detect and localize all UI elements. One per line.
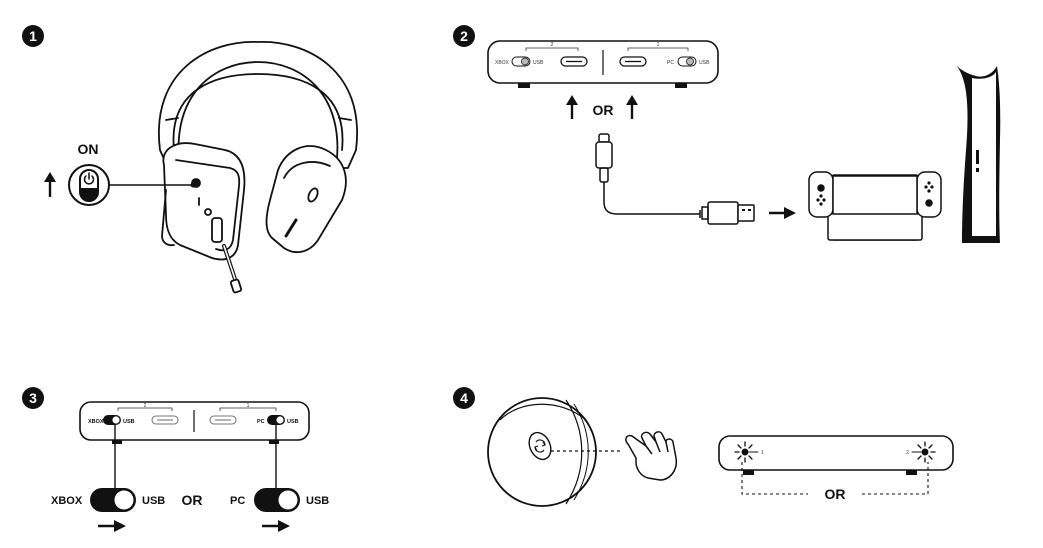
- dongle-port-2-number: 2: [144, 403, 147, 409]
- led-glow-icon: [911, 441, 936, 463]
- dongle-right-label-a: PC: [257, 419, 265, 425]
- pc-switch-large: PC USB: [230, 488, 329, 512]
- step-4-badge: 4: [453, 387, 475, 409]
- step-1-group: 1: [22, 25, 358, 294]
- right-arrow-icon: [98, 520, 126, 532]
- dongle-left-label-a: XBOX: [88, 419, 104, 425]
- usb-dongle-leds: 1 2: [718, 435, 954, 475]
- switch-right-label-b: USB: [306, 495, 329, 507]
- led-left-number: 1: [761, 450, 764, 456]
- right-arrow-icon: [262, 520, 290, 532]
- power-icon: [83, 172, 95, 185]
- on-label: ON: [78, 141, 99, 157]
- step-3-group: 3 2 1 XBOX USB PC USB: [22, 387, 329, 532]
- step-2-number: 2: [460, 28, 468, 44]
- usb-cable: [595, 133, 755, 225]
- up-arrow-icon: [626, 95, 638, 119]
- port-1-number: 1: [657, 42, 660, 48]
- step-3-number: 3: [29, 390, 37, 406]
- step-2-badge: 2: [453, 25, 475, 47]
- step-4-or-label: OR: [825, 486, 846, 502]
- switch-left-label-a: XBOX: [51, 495, 83, 507]
- pointing-hand-icon: [625, 431, 678, 481]
- dongle-left-label-b: USB: [123, 419, 135, 425]
- right-arrow-icon: [769, 207, 796, 219]
- step-3-or-label: OR: [182, 492, 203, 508]
- earcup-closeup: [487, 397, 597, 507]
- step-2-or-label: OR: [593, 102, 614, 118]
- dongle-right-label-b: USB: [287, 419, 299, 425]
- usb-dongle: 2 1 XBOX USB PC USB: [487, 40, 719, 88]
- handheld-console-illustration: [808, 171, 942, 241]
- led-glow-icon: [734, 441, 759, 463]
- step-4-number: 4: [460, 390, 468, 406]
- step-1-badge: 1: [22, 25, 44, 47]
- xbox-switch-large: XBOX USB: [51, 488, 165, 512]
- usb-dongle: 2 1 XBOX USB PC USB: [79, 401, 310, 444]
- headset-illustration: [158, 41, 358, 294]
- switch-left-label-b: USB: [533, 60, 544, 66]
- up-arrow-icon: [44, 172, 56, 197]
- step-4-group: 4: [453, 387, 954, 507]
- tower-console-illustration: [955, 64, 1001, 243]
- power-switch-callout: ON: [44, 141, 196, 206]
- dongle-port-1-number: 1: [247, 403, 250, 409]
- switch-left-label-a: XBOX: [495, 60, 510, 66]
- switch-right-label-a: PC: [667, 60, 674, 66]
- switch-left-label-b: USB: [142, 495, 165, 507]
- or-bracket: [741, 462, 929, 495]
- led-right-number: 2: [906, 450, 909, 456]
- sync-icon: [534, 439, 546, 453]
- switch-right-label-a: PC: [230, 495, 245, 507]
- step-3-badge: 3: [22, 387, 44, 409]
- port-2-number: 2: [551, 42, 554, 48]
- switch-right-label-b: USB: [699, 60, 710, 66]
- step-1-number: 1: [29, 28, 37, 44]
- up-arrow-icon: [566, 95, 578, 119]
- step-2-group: 2 2 1 XBOX USB PC: [453, 25, 1001, 243]
